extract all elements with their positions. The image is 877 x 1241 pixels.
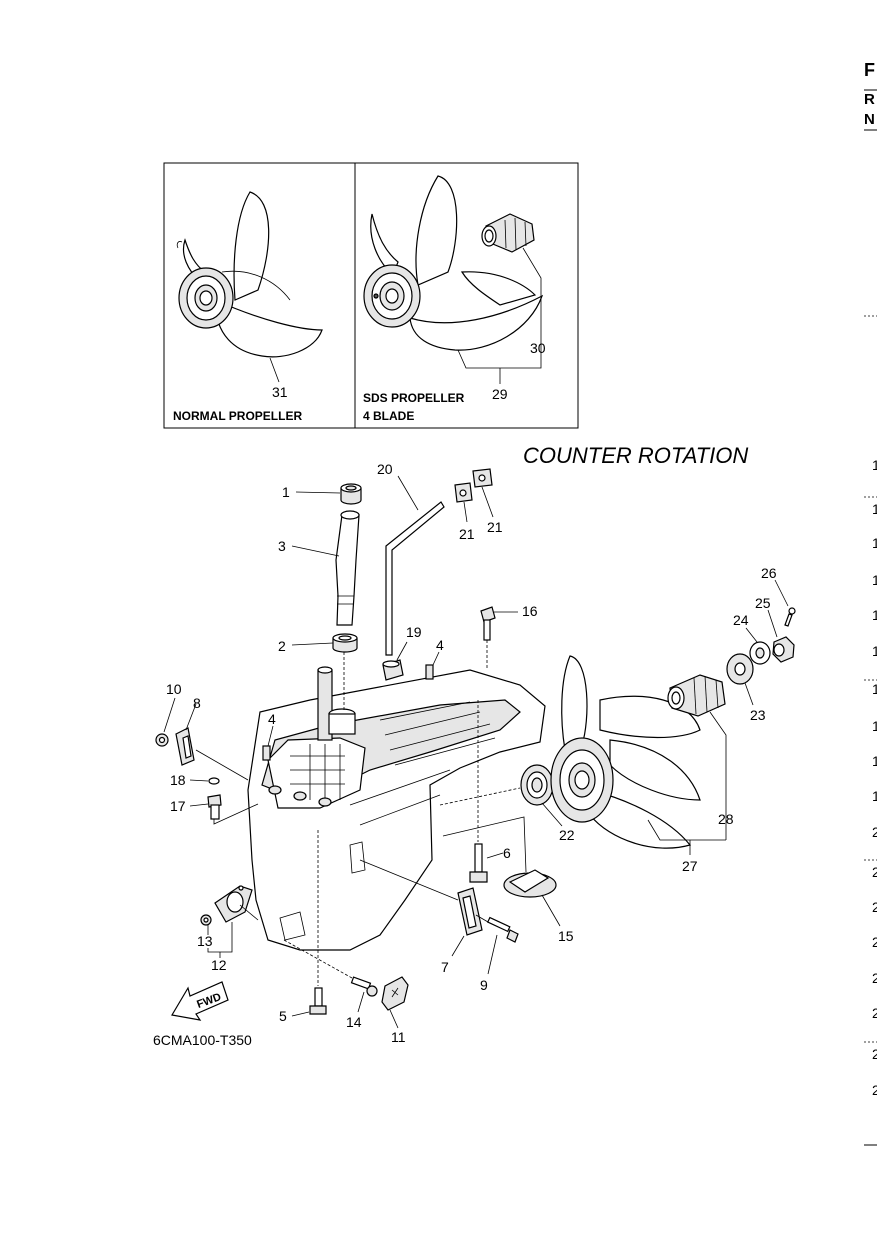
propeller-inset: 31 NORMAL PROPELLER 30 29 SDS PROPELLE (163, 162, 579, 429)
callout-3: 3 (278, 538, 286, 554)
callout-12: 12 (211, 957, 227, 973)
callout-2: 2 (278, 638, 286, 654)
callout-28: 28 (718, 811, 734, 827)
callout-25: 25 (755, 595, 771, 611)
part-28-hub-kit (667, 674, 726, 717)
part-8-bracket (175, 727, 195, 766)
part-18-o-ring (208, 777, 220, 785)
callout-8: 8 (193, 695, 201, 711)
edge-number: 2 (872, 899, 877, 915)
callout-14: 14 (346, 1014, 362, 1030)
normal-propeller-drawing (176, 191, 323, 358)
sds-propeller-drawing (363, 175, 544, 351)
part-23-washer (726, 653, 754, 685)
edge-number: 1 (872, 535, 877, 551)
callout-7: 7 (441, 959, 449, 975)
callout-5: 5 (279, 1008, 287, 1024)
part-7-anode (457, 887, 483, 936)
part-2-seal (332, 633, 358, 653)
callout-27: 27 (682, 858, 698, 874)
right-edge-column: 1 1 1 1 1 1 1 1 1 1 2 2 2 2 2 2 2 2 (864, 457, 877, 1146)
callout-4b: 4 (268, 711, 276, 727)
edge-number: 1 (872, 607, 877, 623)
sds-hub-kit-drawing (481, 213, 535, 253)
edge-number: 1 (872, 718, 877, 734)
edge-number: 1 (872, 643, 877, 659)
part-21-grommet-b (472, 468, 493, 488)
edge-number: 2 (872, 934, 877, 950)
part-4-dowel-pin-a (425, 664, 434, 680)
callout-15: 15 (558, 928, 574, 944)
part-12-plate (214, 885, 253, 923)
part-24-washer (749, 641, 771, 665)
part-9-bolt (486, 916, 519, 943)
callout-1: 1 (282, 484, 290, 500)
part-5-bolt (309, 987, 327, 1015)
callout-9: 9 (480, 977, 488, 993)
callout-18: 18 (170, 772, 186, 788)
edge-letter-n: N (864, 111, 875, 128)
diagram-title: COUNTER ROTATION (523, 443, 748, 468)
drive-shaft-housing-drawing (317, 666, 356, 741)
part-14-screw (350, 976, 378, 997)
part-25-nut (772, 636, 795, 663)
part-6-bolt (469, 843, 488, 883)
callout-22: 22 (559, 827, 575, 843)
part-10-nut (155, 733, 169, 747)
part-21-grommet-a (454, 482, 473, 503)
callout-11: 11 (391, 1029, 406, 1045)
part-13-nut (200, 914, 212, 926)
callout-16: 16 (522, 603, 538, 619)
edge-number: 1 (872, 572, 877, 588)
callout-19: 19 (406, 624, 422, 640)
part-20-pipe (385, 501, 445, 656)
edge-number: 1 (872, 681, 877, 697)
edge-number: 1 (872, 501, 877, 517)
part-22-spacer (520, 764, 554, 806)
part-4-dowel-pin-b (262, 745, 271, 761)
edge-letter-r: R (864, 91, 875, 108)
part-11-anode (381, 976, 409, 1011)
fwd-arrow-icon: FWD (171, 981, 229, 1021)
callout-24: 24 (733, 612, 749, 628)
part-26-cotter-pin (784, 607, 796, 627)
edge-number: 2 (872, 824, 877, 840)
callout-29: 29 (492, 386, 508, 402)
edge-number: 2 (872, 1046, 877, 1062)
part-19-collar (382, 659, 404, 681)
callout-10: 10 (166, 681, 182, 697)
callout-4a: 4 (436, 637, 444, 653)
sds-propeller-label: SDS PROPELLER (363, 391, 465, 405)
callout-26: 26 (761, 565, 777, 581)
edge-letter-f: F (864, 60, 875, 80)
normal-propeller-label: NORMAL PROPELLER (173, 409, 302, 423)
callout-13: 13 (197, 933, 213, 949)
lower-casing-drawing (247, 669, 546, 951)
edge-number: 1 (872, 753, 877, 769)
callout-21a: 21 (459, 526, 475, 542)
callout-20: 20 (377, 461, 393, 477)
part-17-plug (207, 794, 222, 820)
edge-number: 1 (872, 457, 877, 473)
callout-30: 30 (530, 340, 546, 356)
callout-6: 6 (503, 845, 511, 861)
edge-number: 2 (872, 864, 877, 880)
edge-number: 2 (872, 970, 877, 986)
drawing-code: 6CMA100-T350 (153, 1032, 252, 1048)
part-16-bolt (480, 606, 496, 641)
sds-propeller-blade-label: 4 BLADE (363, 409, 414, 423)
edge-number: 2 (872, 1082, 877, 1098)
callout-23: 23 (750, 707, 766, 723)
edge-number: 2 (872, 1005, 877, 1021)
propeller-assembly-drawing (550, 655, 701, 849)
callout-21b: 21 (487, 519, 503, 535)
part-3-water-tube (335, 510, 360, 626)
callout-31: 31 (272, 384, 288, 400)
edge-number: 1 (872, 788, 877, 804)
callout-17: 17 (170, 798, 186, 814)
part-15-trim-tab (503, 869, 557, 898)
part-1-grommet (340, 483, 362, 505)
